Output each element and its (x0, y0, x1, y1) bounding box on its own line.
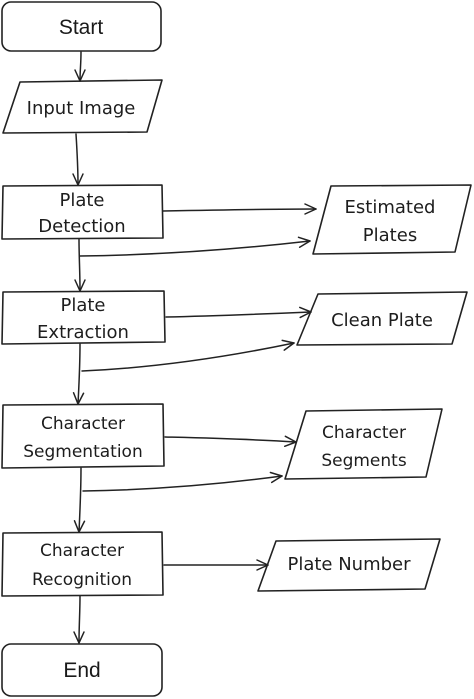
input-image-label: Input Image (27, 98, 136, 119)
plate-extraction-node: Plate Extraction (1, 290, 166, 345)
end-node: End (1, 643, 163, 697)
edge-branch-to-character-segments (82, 471, 283, 492)
edge-input-image-to-plate-detection (72, 133, 84, 186)
edge-character-segmentation-to-character-segments (164, 435, 297, 448)
edge-plate-extraction-to-clean-plate (165, 306, 312, 319)
plate-detection-node: Plate Detection (1, 184, 164, 240)
character-recognition-label-line1: Character (40, 541, 124, 561)
character-recognition-label-line2: Recognition (32, 570, 132, 590)
edge-character-recognition-to-end (73, 595, 85, 644)
clean-plate-label: Clean Plate (331, 310, 433, 331)
edge-plate-extraction-to-character-segmentation (72, 343, 85, 405)
edge-branch-to-estimated-plates (79, 236, 311, 257)
input-image-node: Input Image (2, 79, 163, 134)
character-segmentation-node: Character Segmentation (1, 403, 165, 469)
plate-detection-label-line1: Plate (59, 190, 104, 211)
character-segments-label-line2: Segments (321, 451, 407, 471)
edge-plate-detection-to-plate-extraction (74, 238, 86, 292)
character-recognition-node: Character Recognition (1, 531, 164, 597)
edge-start-to-input-image (74, 51, 86, 82)
plate-detection-label-line2: Detection (38, 216, 125, 237)
estimated-plates-node: Estimated Plates (312, 184, 472, 255)
character-segments-node: Character Segments (284, 408, 443, 480)
end-label: End (63, 659, 100, 682)
edge-plate-detection-to-estimated-plates (162, 203, 317, 215)
clean-plate-node: Clean Plate (296, 291, 468, 346)
plate-extraction-label-line2: Extraction (37, 322, 129, 343)
estimated-plates-label-line1: Estimated (345, 197, 436, 218)
character-segmentation-label-line2: Segmentation (23, 442, 142, 462)
character-segments-label-line1: Character (322, 423, 406, 443)
edge-character-segmentation-to-character-recognition (73, 467, 86, 533)
edge-branch-to-clean-plate (81, 339, 295, 372)
start-node: Start (1, 1, 162, 52)
character-segmentation-label-line1: Character (41, 414, 125, 434)
plate-number-label: Plate Number (287, 554, 411, 575)
start-label: Start (59, 16, 104, 39)
estimated-plates-label-line2: Plates (363, 225, 417, 246)
plate-number-node: Plate Number (257, 538, 441, 592)
plate-extraction-label-line1: Plate (60, 295, 105, 316)
